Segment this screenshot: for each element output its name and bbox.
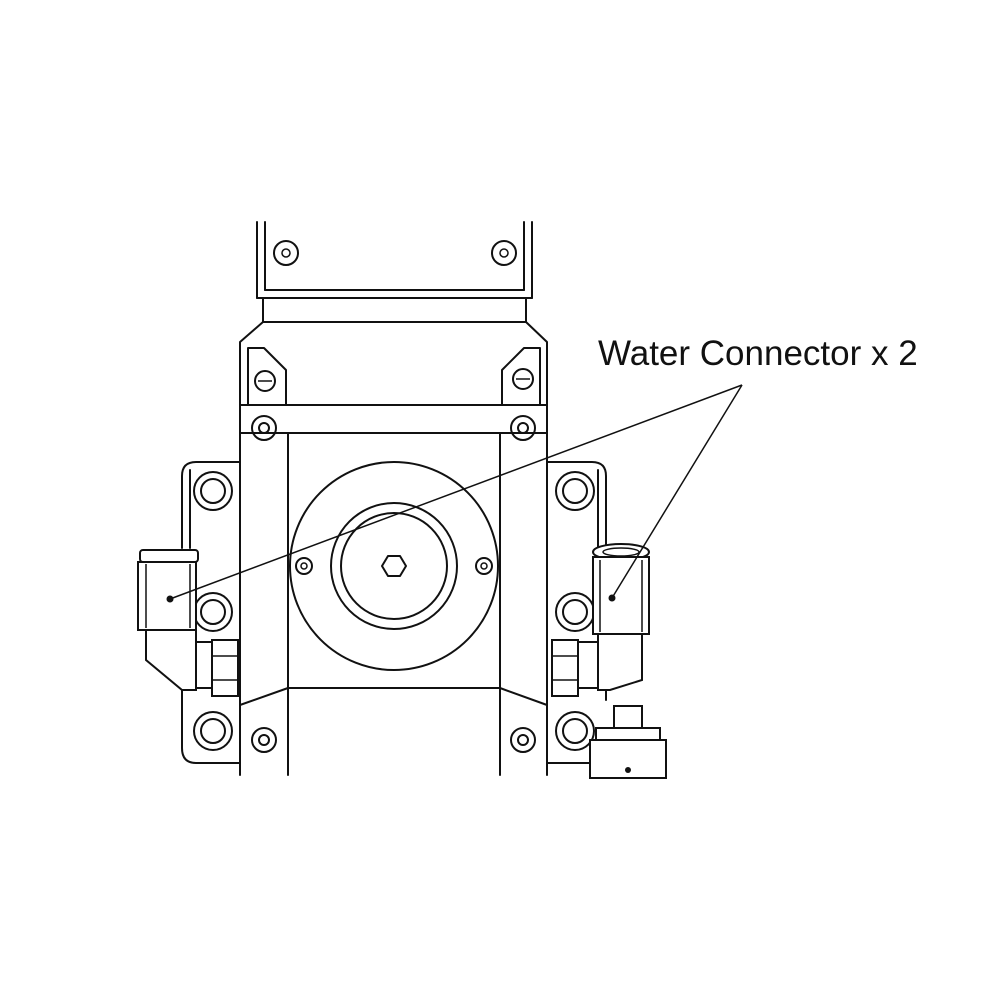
top-screw-left bbox=[273, 240, 299, 266]
left-side-plate bbox=[181, 461, 241, 764]
leader-line-left bbox=[169, 384, 743, 600]
callout-leaders bbox=[166, 384, 743, 603]
body-screw-lower-right bbox=[510, 727, 536, 753]
top-screw-right bbox=[491, 240, 517, 266]
leader-dot-left bbox=[166, 595, 174, 603]
leader-dot-right bbox=[608, 594, 616, 602]
theta-screw-left bbox=[254, 370, 276, 392]
flange-screw-right bbox=[475, 557, 493, 575]
hex-socket bbox=[381, 555, 407, 577]
lens-flange bbox=[289, 461, 499, 671]
lower-right-fitting bbox=[589, 705, 667, 779]
water-connector-right bbox=[551, 543, 650, 697]
flange-screw-left bbox=[295, 557, 313, 575]
top-mount-plate bbox=[256, 221, 533, 323]
body-screw-lower-left bbox=[251, 727, 277, 753]
body-screw-upper-left bbox=[251, 415, 277, 441]
main-body bbox=[239, 404, 548, 776]
theta-screw-right bbox=[512, 368, 534, 390]
right-side-plate bbox=[546, 461, 607, 764]
body-screw-upper-right bbox=[510, 415, 536, 441]
water-connector-left bbox=[137, 549, 239, 697]
callout-label: Water Connector x 2 bbox=[598, 334, 918, 373]
upper-body bbox=[239, 321, 548, 406]
leader-line-right bbox=[611, 384, 743, 599]
